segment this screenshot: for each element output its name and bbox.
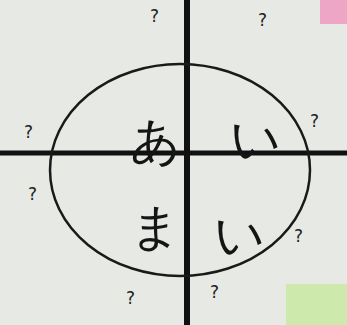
circle-node: あいまい <box>48 62 312 278</box>
kana-character: い <box>214 210 265 260</box>
question-mark: ? <box>28 186 37 203</box>
kana-character: ま <box>130 202 181 252</box>
question-mark: ? <box>150 8 159 25</box>
kana-character: あ <box>130 116 181 166</box>
green-sticky-note <box>286 284 347 325</box>
question-mark: ? <box>310 113 319 130</box>
pink-sticky-note <box>320 0 347 24</box>
kana-character: い <box>230 114 281 164</box>
question-mark: ? <box>126 290 135 307</box>
question-mark: ? <box>258 12 267 29</box>
question-mark: ? <box>294 228 303 245</box>
question-mark: ? <box>24 124 33 141</box>
question-mark: ? <box>210 284 219 301</box>
